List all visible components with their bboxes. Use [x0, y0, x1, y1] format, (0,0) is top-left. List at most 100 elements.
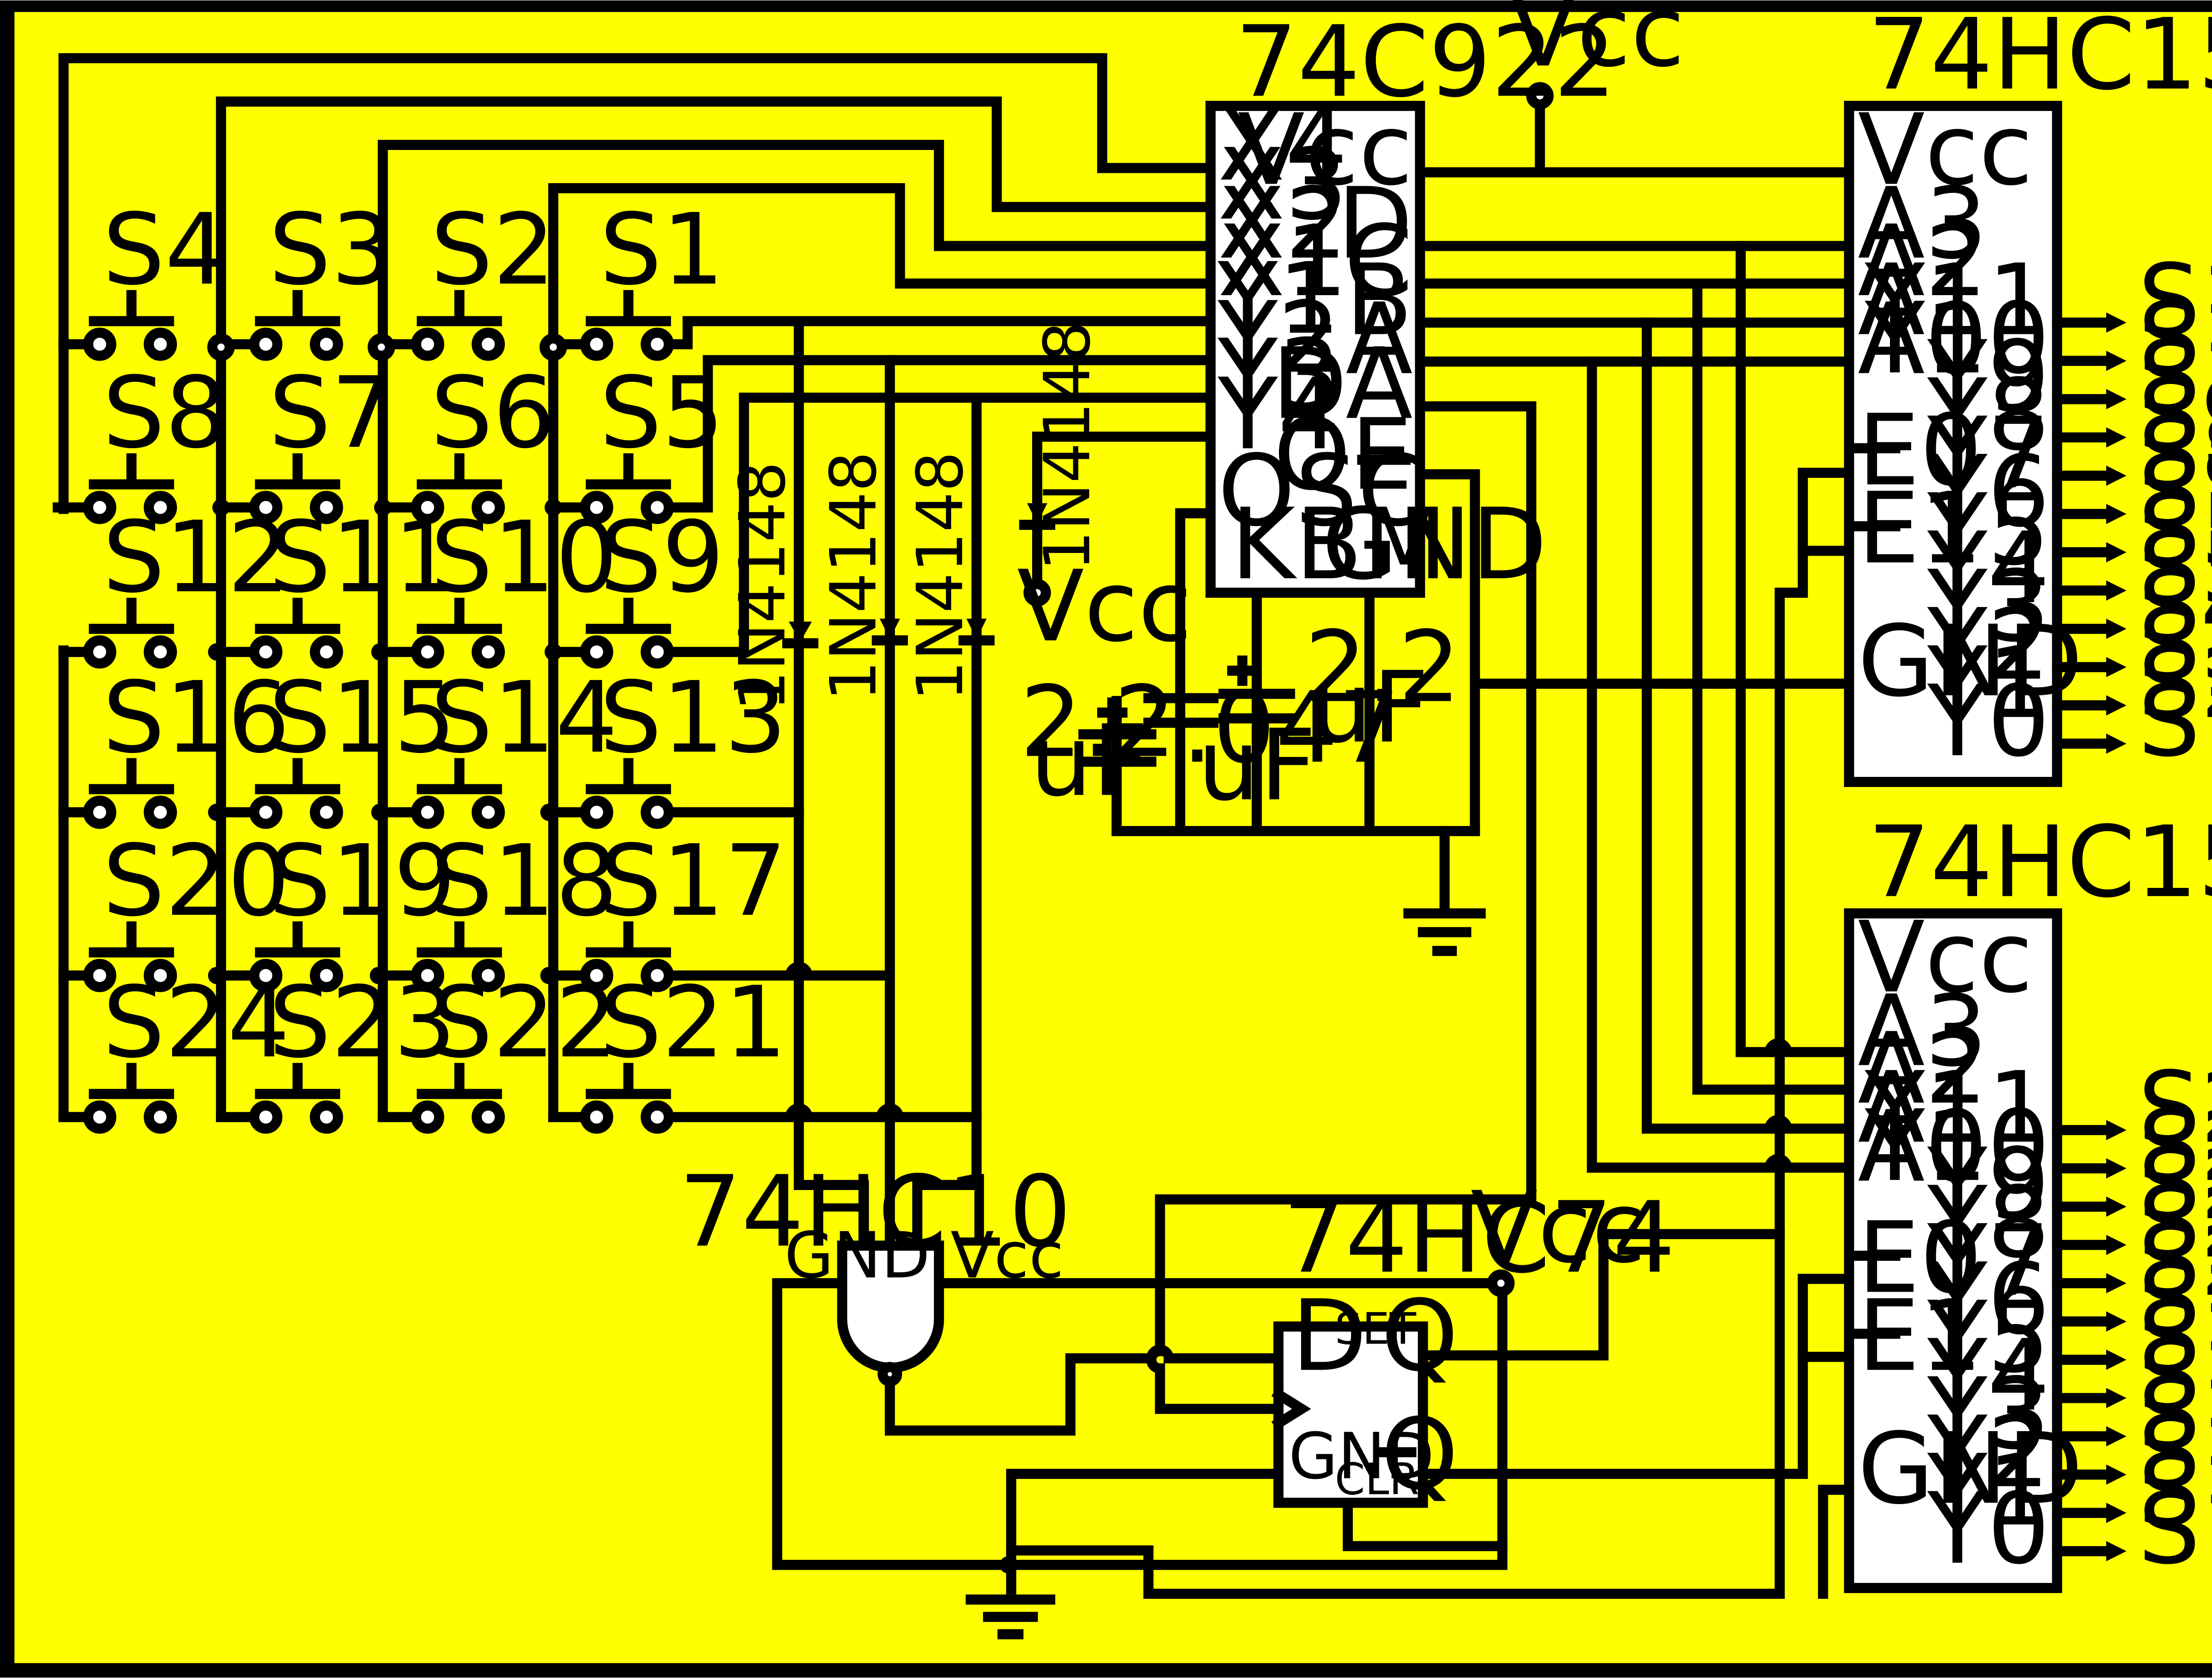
decoder_top-output-label: S11 — [2138, 282, 2212, 396]
decoder_bottom-output-label: S14 — [2138, 1434, 2212, 1548]
encoder-pin-gnd: GND — [1322, 488, 1547, 602]
decoder_bottom-out-y9: Y9 — [1927, 1128, 2050, 1242]
decoder_bottom-out-y1: Y1 — [1927, 1434, 2050, 1548]
switch-s11: S11 — [249, 501, 456, 669]
decoder_top-output-label: S9 — [2138, 358, 2212, 472]
switch-label: S21 — [599, 966, 787, 1080]
decoder_bottom-output-label: S24 — [2138, 1051, 2212, 1165]
decoder_top-output-label: S8 — [2138, 396, 2212, 511]
switch-label: S13 — [599, 661, 787, 775]
nand-name: 74HC10 — [679, 1155, 1071, 1269]
encoder-pin-y3: Y3 — [1217, 319, 1340, 433]
decoder_bottom-output-label: S18 — [2138, 1281, 2212, 1395]
diode-label-3: 1N4148 — [903, 451, 977, 701]
decoder-top: 74HC154 VccA3A2A1A0E0E1GNDY11S12Y10S11Y9… — [1844, 0, 2212, 787]
diode-label-4: 1N4148 — [1030, 321, 1104, 571]
ff-pin-clr: CLR — [1335, 1454, 1419, 1505]
encoder-pin-x1: X1 — [1218, 204, 1348, 319]
decoder_top-pin-a0: A0 — [1858, 282, 1987, 396]
decoder_bottom-out-y2: Y2 — [1927, 1395, 2050, 1509]
decoder_top-output-label: S5 — [2138, 511, 2212, 626]
decoder_top-pin-gnd: GND — [1858, 605, 2083, 719]
decoder_top-output-label: S2 — [2138, 626, 2212, 741]
decoder_top-output-label: S5 — [2138, 473, 2212, 587]
switch-label: S1 — [599, 193, 724, 307]
switch-s14: S14 — [411, 661, 618, 829]
decoder_top-out-y4: Y4 — [1927, 511, 2050, 626]
switch-s2: S2 — [411, 193, 555, 361]
capacitors: 2.2 uF .047 uF 2.2 uF — [1020, 611, 1461, 836]
decoder_bottom-output-label: S19 — [2138, 1242, 2212, 1356]
ground-symbol-bottom — [965, 1594, 1056, 1640]
switch-label: S6 — [430, 356, 555, 470]
flipflop-chip: 74HC74 D Q Q SET CLR GND — [1271, 1181, 1675, 1512]
encoder-pin-da: DA — [1272, 327, 1413, 442]
decoder_bottom-output-label: S23 — [2138, 1089, 2212, 1203]
switch-s7: S7 — [249, 356, 394, 524]
encoder-pin-b: B — [1345, 243, 1413, 357]
junction-dots — [207, 333, 1017, 1574]
switch-s13: S13 — [580, 661, 787, 829]
decoder_bottom-output-label: S17 — [2138, 1319, 2212, 1433]
decoder_top-pin-vcc: Vcc — [1858, 93, 2033, 207]
decoder_top-out-y1: Y1 — [1927, 626, 2050, 741]
switch-s16: S16 — [83, 661, 290, 829]
encoder-pin-d: D — [1337, 167, 1413, 281]
decoder_top-out-y6: Y6 — [1927, 435, 2050, 549]
decoder_top-pin-a1: A1 — [1858, 243, 1987, 357]
cap3-unit: uF — [1310, 651, 1429, 765]
decoder_top-out-y5: Y5 — [1927, 473, 2050, 587]
cap2-unit: uF — [1198, 709, 1316, 823]
decoder_top-output-label: S3 — [2138, 588, 2212, 702]
switch-label: S11 — [269, 501, 456, 615]
flipflop-name: 74HC74 — [1283, 1181, 1675, 1295]
decoder_top-out-y2: Y2 — [1927, 588, 2050, 702]
decoder_top-out-y11: Y11 — [1864, 243, 2050, 357]
decoder_top-out-y3: Y3 — [1927, 550, 2050, 664]
decoder_bottom-output-label: S22 — [2138, 1128, 2212, 1242]
decoder_top-out-y10: Y10 — [1864, 282, 2050, 396]
decoder_bottom-out-y7: Y7 — [1927, 1204, 2050, 1318]
switch-s4: S4 — [83, 193, 227, 361]
encoder-pin-kbm: KBM — [1231, 488, 1448, 602]
decoder_top-pin-a3: A3 — [1858, 167, 1987, 281]
encoder-pin-x2: X2 — [1218, 167, 1348, 281]
encoder-pin-vcc: Vcc — [1237, 93, 1413, 207]
switch-label: S2 — [430, 193, 555, 307]
diode-label-1: 1N4148 — [726, 461, 799, 711]
vcc-label-diode: Vcc — [1017, 550, 1192, 664]
nand-gate: 74HC10 GND Vcc — [679, 1155, 1071, 1387]
vcc-label-top: Vcc — [1509, 0, 1685, 89]
diode-label-2: 1N4148 — [817, 451, 891, 701]
decoder_bottom-pin-gnd: GND — [1858, 1412, 2083, 1526]
decoder_bottom-output-label: S20 — [2138, 1204, 2212, 1318]
decoder_top-output-label: S10 — [2138, 320, 2212, 434]
switch-label: S14 — [430, 661, 618, 775]
switch-label: S5 — [599, 356, 724, 470]
switch-s3: S3 — [249, 193, 394, 361]
decoder_bottom-pin-a3: A3 — [1858, 975, 1987, 1089]
cap2-value: .047 — [1182, 671, 1400, 785]
cap1-value: 2.2 — [1020, 665, 1176, 779]
decoder_bottom-out-y5: Y5 — [1927, 1281, 2050, 1395]
decoder_top-output-label: S7 — [2138, 435, 2212, 549]
encoder-pin-a: A — [1346, 282, 1413, 396]
encoder-pin-y4: Y4 — [1217, 357, 1340, 472]
switch-s1: S1 — [580, 193, 724, 361]
decoder_top-out-y7: Y7 — [1927, 396, 2050, 511]
decoder_top-pin-a2: A2 — [1858, 204, 1987, 319]
decoder_top-out-y9: Y9 — [1927, 320, 2050, 434]
decoder_top-output-label: S12 — [2138, 243, 2212, 357]
decoder_bottom-output-label: S16 — [2138, 1357, 2212, 1471]
encoder-pin-y2: Y2 — [1217, 281, 1340, 395]
switch-label: S7 — [269, 356, 393, 470]
switch-s23: S23 — [249, 966, 456, 1134]
switch-s8: S8 — [83, 356, 227, 524]
encoder-pin-x3: X3 — [1218, 128, 1348, 242]
ff-pin-set: SET — [1335, 1304, 1417, 1355]
switch-s21: S21 — [580, 966, 787, 1134]
ground-symbol-top — [1403, 908, 1486, 956]
